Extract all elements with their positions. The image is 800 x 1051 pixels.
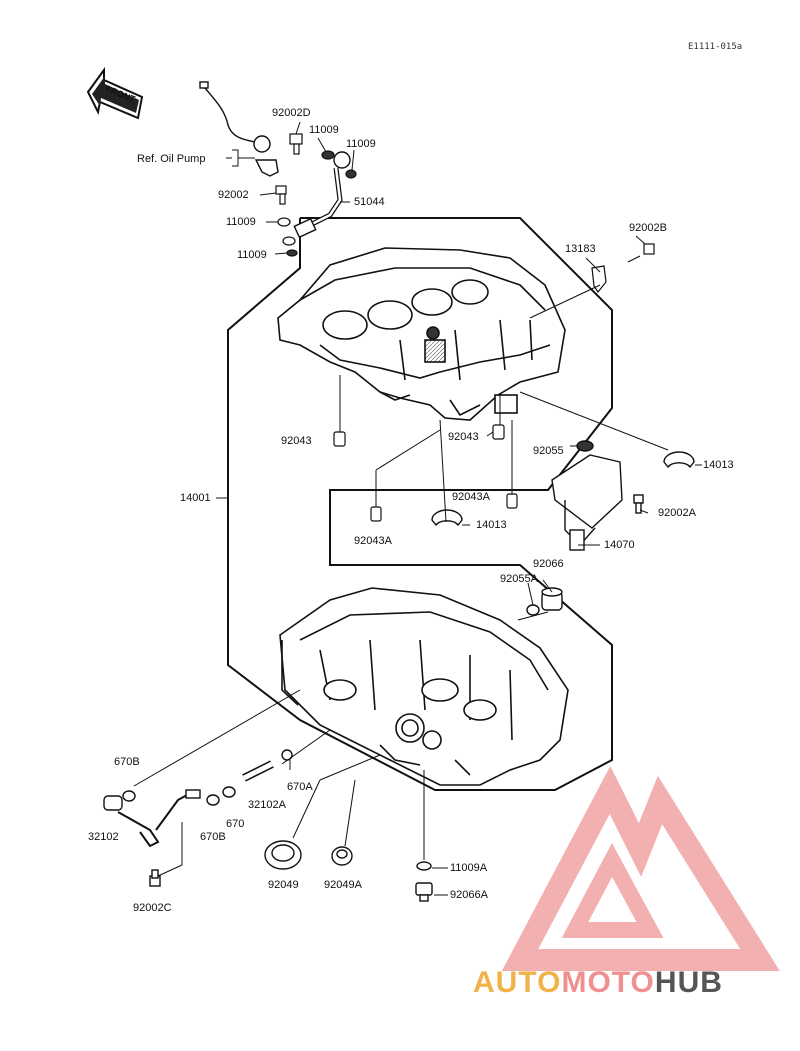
part-label[interactable]: 670B — [200, 831, 226, 843]
diagram-code: E1111-015a — [688, 42, 743, 52]
part-label[interactable]: 14013 — [476, 519, 507, 531]
part-label[interactable]: 14013 — [703, 459, 734, 471]
watermark-part3: HUB — [654, 966, 723, 999]
part-label[interactable]: 92002B — [629, 222, 667, 234]
watermark-part2: MOTO — [561, 966, 655, 999]
leader-lines — [133, 121, 702, 896]
part-label[interactable]: 92043A — [452, 491, 490, 503]
breather-cover-icon — [551, 440, 644, 551]
part-label[interactable]: 14070 — [604, 539, 635, 551]
watermark-text: AUTOMOTOHUB — [473, 966, 723, 1000]
part-label[interactable]: 11009 — [237, 249, 267, 261]
part-label[interactable]: 92055 — [533, 445, 564, 457]
part-label[interactable]: 92002D — [272, 107, 311, 119]
part-label[interactable]: 92066 — [533, 558, 564, 570]
part-label[interactable]: 13183 — [565, 243, 596, 255]
part-label[interactable]: 92043 — [448, 431, 479, 443]
dowel-pins-icon — [333, 424, 518, 522]
part-label[interactable]: 92055A — [500, 573, 538, 585]
lower-crankcase-icon — [279, 587, 569, 786]
part-label[interactable]: 92043 — [281, 435, 312, 447]
part-label[interactable]: 51044 — [354, 196, 385, 208]
part-label[interactable]: 92066A — [450, 889, 488, 901]
bearing-halves-icon — [431, 451, 695, 527]
part-label[interactable]: 32102A — [248, 799, 286, 811]
oil-pump-bracket — [232, 149, 255, 167]
watermark-part1: AUTO — [473, 966, 562, 999]
part-label[interactable]: 92002C — [133, 902, 172, 914]
lower-left-parts-icon — [103, 749, 293, 887]
part-label[interactable]: 14001 — [180, 492, 211, 504]
part-label[interactable]: 11009 — [309, 124, 339, 136]
oil-pump-ref-label: Ref. Oil Pump — [137, 153, 206, 165]
oil-sensor-icon — [199, 81, 279, 177]
upper-crankcase-icon — [277, 247, 566, 421]
part-label[interactable]: 92002A — [658, 507, 696, 519]
part-label[interactable]: 11009A — [450, 862, 488, 874]
front-arrow-icon — [86, 66, 144, 120]
part-label[interactable]: 92049A — [324, 879, 362, 891]
part-label[interactable]: 92002 — [218, 189, 249, 201]
part-label[interactable]: 670A — [287, 781, 313, 793]
watermark-logo-icon — [501, 765, 780, 971]
oil-hose-icon — [293, 151, 351, 239]
part-label[interactable]: 11009 — [346, 138, 376, 150]
part-label[interactable]: 11009 — [226, 216, 256, 228]
seals-drain-plug-icon — [264, 840, 433, 902]
assembly-outline — [227, 217, 613, 791]
part-label[interactable]: 92049 — [268, 879, 299, 891]
part-label[interactable]: 92043A — [354, 535, 392, 547]
part-label[interactable]: 32102 — [88, 831, 119, 843]
part-label[interactable]: 670B — [114, 756, 140, 768]
part-label[interactable]: 670 — [226, 818, 245, 830]
